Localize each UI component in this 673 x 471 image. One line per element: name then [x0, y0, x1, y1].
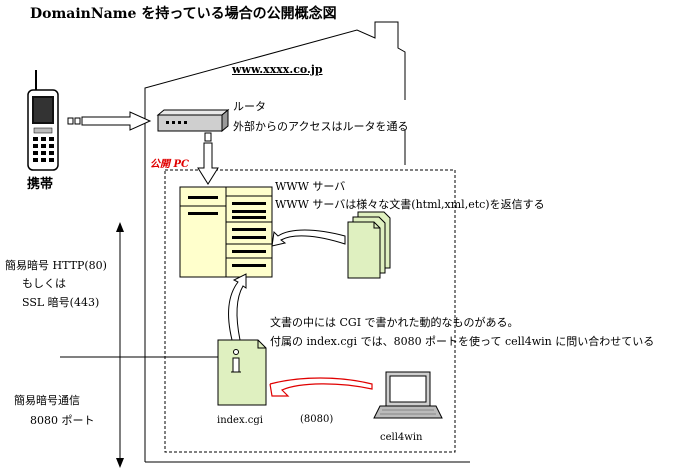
laptop-icon: [373, 371, 443, 419]
cgi-file-label: index.cgi: [217, 415, 263, 426]
cell4win-label: cell4win: [380, 432, 423, 443]
public-pc-label: 公開 PC: [150, 159, 189, 170]
cgi-note-line1: 文書の中には CGI で書かれた動的なものがある。: [270, 316, 519, 329]
left-label-ssl: SSL 暗号(443): [22, 296, 100, 309]
router-label: ルータ: [233, 100, 266, 113]
router-note: 外部からのアクセスはルータを通る: [233, 120, 409, 133]
port-label: (8080): [300, 414, 334, 425]
left-label-http: 簡易暗号 HTTP(80): [5, 259, 107, 272]
router-icon: [156, 108, 230, 142]
server-cgi-arrow: [228, 273, 247, 341]
public-pc-box: [164, 169, 456, 453]
cgi-cell4win-arrow: [269, 377, 373, 397]
cgi-note-line2: 付属の index.cgi では、8080 ポートを使って cell4win に…: [270, 335, 655, 348]
vertical-range-arrow: [116, 222, 124, 468]
diagram-title: DomainName を持っている場合の公開概念図: [30, 6, 337, 22]
documents-icon: [347, 211, 391, 279]
domain-label: www.xxxx.co.jp: [232, 63, 323, 76]
router-to-server-arrow: [197, 142, 219, 185]
left-label-simple-enc: 簡易暗号通信: [14, 394, 80, 407]
cgi-file-icon: [217, 339, 267, 406]
phone-label: 携帯: [27, 177, 54, 192]
house-outline: [144, 21, 406, 462]
phone-to-router-arrow: [67, 111, 152, 131]
www-server-note: WWW サーバは様々な文書(html,xml,etc)を返信する: [275, 198, 545, 211]
left-label-or: もしくは: [22, 277, 66, 290]
mobile-phone-icon: [27, 70, 59, 171]
left-label-port: 8080 ポート: [30, 414, 95, 427]
documents-return-arrow: [271, 229, 346, 247]
www-server-icon: [179, 186, 273, 278]
www-server-label: WWW サーバ: [275, 180, 346, 193]
